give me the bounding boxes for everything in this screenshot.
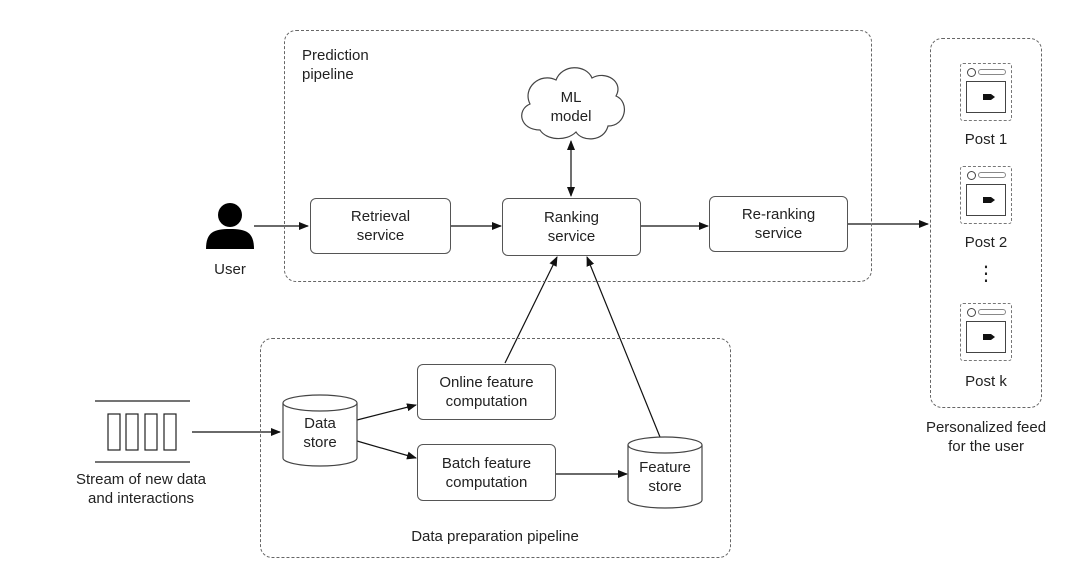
ranking-service-box: Ranking service: [502, 198, 641, 256]
reranking-service-line2: service: [754, 225, 803, 242]
data-store-cylinder: [282, 394, 358, 467]
arrow-datastore-to-batch: [356, 440, 417, 460]
data-store-label-line1: Data: [304, 415, 336, 432]
name-bar: [978, 309, 1006, 315]
prediction-pipeline-title: Prediction pipeline: [302, 46, 369, 84]
name-bar: [978, 172, 1006, 178]
batch-feature-line1: Batch feature: [441, 454, 532, 472]
user-icon: [206, 203, 254, 249]
feature-store-cylinder: [627, 436, 703, 509]
retrieval-service-box: Retrieval service: [310, 198, 451, 254]
feed-caption-line1: Personalized feed: [925, 419, 1047, 436]
prediction-pipeline-title-line1: Prediction: [302, 47, 369, 64]
feature-store-label-line1: Feature: [639, 459, 691, 476]
reranking-service-box: Re-ranking service: [709, 196, 848, 252]
stream-label-line1: Stream of new data: [75, 471, 207, 488]
data-prep-pipeline-title: Data preparation pipeline: [411, 528, 579, 545]
avatar-icon: [967, 171, 976, 180]
retrieval-service-line1: Retrieval: [350, 208, 411, 225]
post-label-k: Post k: [965, 373, 1007, 390]
ml-model-cloud: [521, 67, 625, 140]
avatar-icon: [967, 68, 976, 77]
feed-caption-line2: for the user: [948, 438, 1024, 455]
name-bar: [978, 69, 1006, 75]
feature-store-label-line2: store: [648, 478, 682, 495]
retrieval-service-line2: service: [356, 227, 405, 244]
data-store-label: Data store: [283, 414, 357, 452]
ml-model-label: ML model: [536, 88, 606, 126]
stream-label-line2: and interactions: [88, 490, 194, 507]
data-prep-pipeline-container: [260, 338, 731, 558]
online-feature-box: Online feature computation: [417, 364, 556, 420]
arrow-online-to-ranking: [504, 256, 558, 364]
feature-store-label: Feature store: [628, 458, 702, 496]
user-label: User: [214, 261, 246, 278]
arrow-datastore-to-online: [356, 403, 417, 421]
video-camera-icon: [983, 334, 995, 340]
post-card-k: [960, 303, 1012, 361]
media-frame: [966, 81, 1006, 113]
ranking-service-line1: Ranking: [543, 209, 600, 226]
stream-queue-icon: [95, 400, 190, 463]
video-camera-icon: [983, 94, 995, 100]
ranking-service-line2: service: [547, 228, 596, 245]
prediction-pipeline-container: [284, 30, 872, 282]
ml-model-label-line2: model: [550, 108, 592, 125]
prediction-pipeline-title-line2: pipeline: [302, 66, 354, 83]
reranking-service-line1: Re-ranking: [741, 206, 816, 223]
avatar-icon: [967, 308, 976, 317]
online-feature-line2: computation: [445, 393, 528, 410]
video-camera-icon: [983, 197, 995, 203]
post-label-2: Post 2: [964, 234, 1008, 251]
online-feature-line1: Online feature: [439, 374, 534, 391]
arrow-feature-store-to-ranking: [586, 256, 661, 438]
stream-label: Stream of new data and interactions: [48, 470, 234, 508]
media-frame: [966, 321, 1006, 353]
post-card-1: [960, 63, 1012, 121]
feed-container: [930, 38, 1042, 408]
data-store-label-line2: store: [303, 434, 337, 451]
batch-feature-box: Batch feature computation: [417, 444, 556, 501]
batch-feature-line2: computation: [445, 473, 528, 491]
feed-caption: Personalized feed for the user: [900, 418, 1072, 456]
post-label-1: Post 1: [964, 131, 1008, 148]
media-frame: [966, 184, 1006, 216]
ml-model-label-line1: ML: [560, 89, 582, 106]
feed-ellipsis: ⋮: [976, 263, 996, 285]
post-card-2: [960, 166, 1012, 224]
